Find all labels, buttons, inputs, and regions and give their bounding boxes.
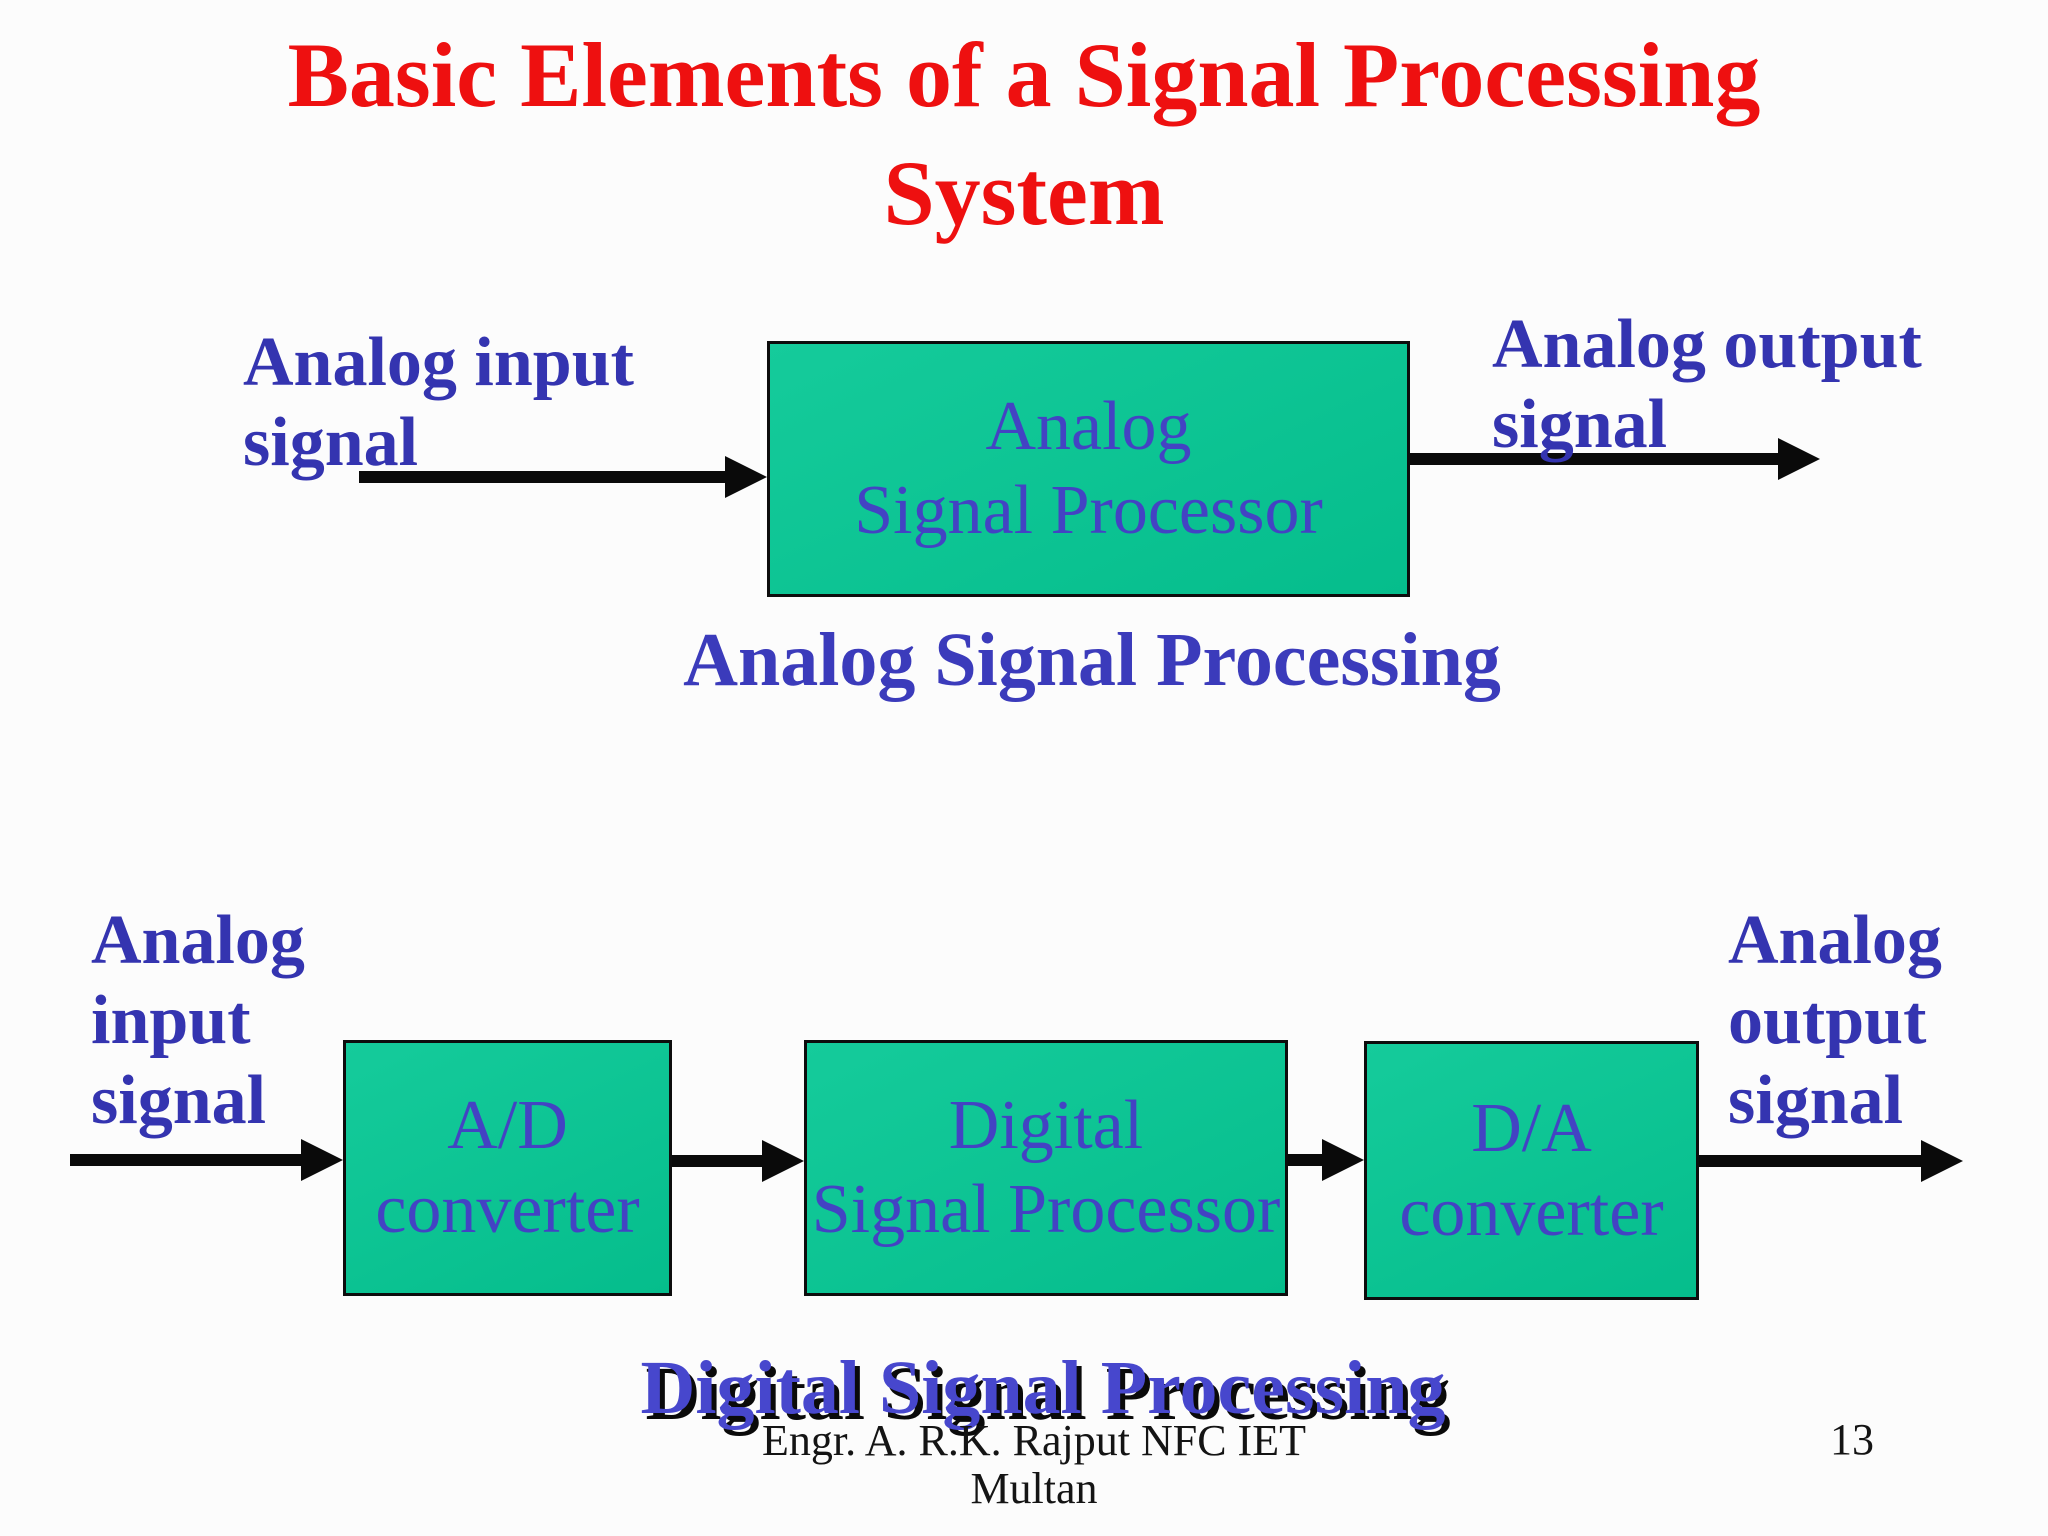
analog-input-arrow-icon xyxy=(359,456,767,498)
arrow-shaft xyxy=(70,1154,301,1166)
digital-input-arrow-icon xyxy=(70,1139,343,1181)
ad-converter-box-line2: converter xyxy=(375,1171,640,1248)
arrow-head-icon xyxy=(762,1140,804,1182)
analog-signal-processor-box: Analog Signal Processor xyxy=(767,341,1410,597)
da-converter-box: D/A converter xyxy=(1364,1041,1699,1300)
analog-signal-processor-box-line2: Signal Processor xyxy=(854,472,1323,549)
digital-signal-processor-box-line2: Signal Processor xyxy=(811,1171,1281,1248)
digital-input-signal-label-line2: input xyxy=(91,982,251,1059)
digital-output-signal-label: Analog output signal xyxy=(1728,901,1942,1141)
ad-converter-box: A/D converter xyxy=(343,1040,672,1296)
digital-input-signal-label-line3: signal xyxy=(91,1062,267,1139)
analog-signal-processor-box-line1: Analog xyxy=(985,388,1192,465)
digital-output-signal-label-line1: Analog xyxy=(1728,902,1942,979)
arrow-shaft xyxy=(1699,1155,1921,1167)
footer: Engr. A. R.K. Rajput NFC IET Multan xyxy=(494,1417,1574,1513)
analog-input-signal-label-line1: Analog input xyxy=(243,324,634,401)
slide-title-line2: System xyxy=(883,142,1165,244)
arrow-head-icon xyxy=(301,1139,343,1181)
arrow-head-icon xyxy=(725,456,767,498)
ad-converter-box-line1: A/D xyxy=(447,1087,568,1164)
slide-title: Basic Elements of a Signal Processing Sy… xyxy=(0,16,2048,252)
analog-output-signal-label-line2: signal xyxy=(1492,386,1668,463)
analog-signal-processing-caption: Analog Signal Processing xyxy=(683,618,1501,702)
arrow-head-icon xyxy=(1778,438,1820,480)
analog-input-signal-label: Analog input signal xyxy=(243,323,634,483)
analog-output-signal-label-line1: Analog output xyxy=(1492,306,1922,383)
digital-signal-processor-box-line1: Digital xyxy=(948,1087,1144,1164)
adc-to-dsp-arrow-icon xyxy=(672,1140,804,1182)
arrow-head-icon xyxy=(1921,1140,1963,1182)
arrow-head-icon xyxy=(1322,1139,1364,1181)
digital-signal-processing-caption: Digital Signal Processing xyxy=(640,1346,1446,1430)
analog-output-arrow-icon xyxy=(1410,438,1820,480)
page-number: 13 xyxy=(1830,1415,1874,1464)
digital-output-signal-label-line3: signal xyxy=(1728,1062,1904,1139)
digital-output-arrow-icon xyxy=(1699,1140,1963,1182)
digital-signal-processor-box: Digital Signal Processor xyxy=(804,1040,1288,1296)
slide-title-line1: Basic Elements of a Signal Processing xyxy=(287,24,1761,126)
analog-output-signal-label: Analog output signal xyxy=(1492,305,1922,465)
footer-author: Engr. A. R.K. Rajput NFC IET xyxy=(762,1416,1306,1465)
analog-input-signal-label-line2: signal xyxy=(243,404,419,481)
da-converter-box-line1: D/A xyxy=(1471,1089,1592,1167)
arrow-shaft xyxy=(359,471,725,483)
footer-location: Multan xyxy=(970,1464,1098,1513)
digital-output-signal-label-line2: output xyxy=(1728,982,1927,1059)
dsp-to-dac-arrow-icon xyxy=(1288,1139,1364,1181)
digital-input-signal-label: Analog input signal xyxy=(91,901,305,1141)
arrow-shaft xyxy=(672,1155,762,1167)
arrow-shaft xyxy=(1288,1154,1322,1166)
digital-input-signal-label-line1: Analog xyxy=(91,902,305,979)
arrow-shaft xyxy=(1410,453,1778,465)
da-converter-box-line2: converter xyxy=(1399,1173,1664,1251)
